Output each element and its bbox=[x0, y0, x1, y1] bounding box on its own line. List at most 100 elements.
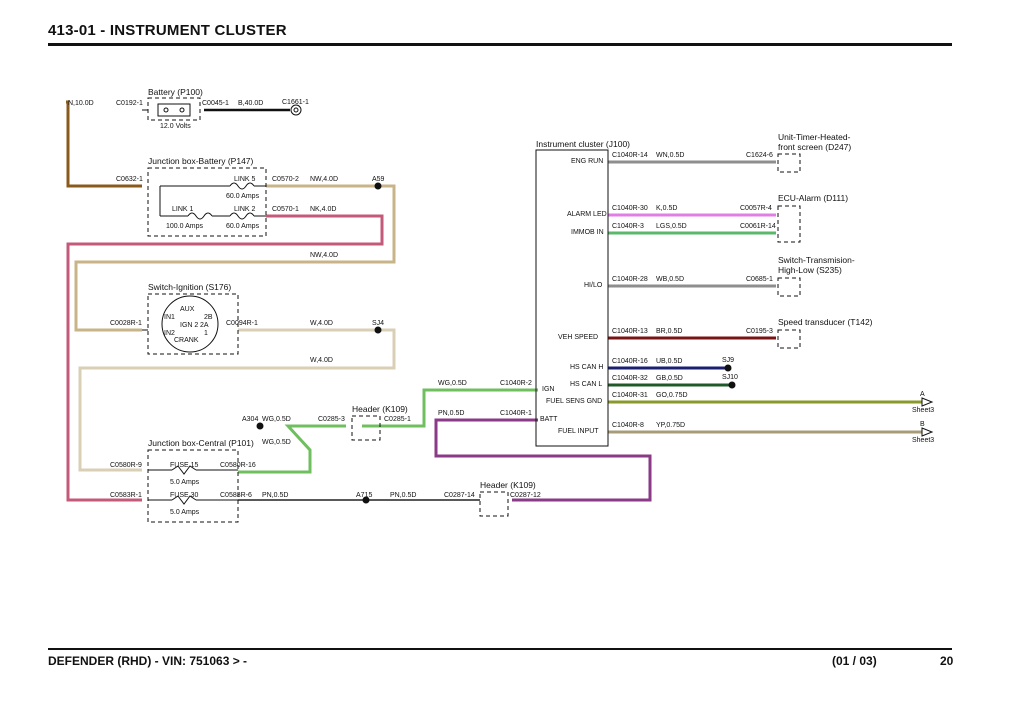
splice-a715-label: A715 bbox=[356, 492, 372, 499]
conn-c0285-1: C0285-1 bbox=[384, 416, 411, 423]
alarm-connector bbox=[777, 205, 801, 243]
alarm-label: ECU-Alarm (D111) bbox=[778, 193, 848, 203]
wire-b40: B,40.0D bbox=[238, 100, 263, 107]
wire-ub05: UB,0.5D bbox=[656, 358, 682, 365]
conn-c1040r2: C1040R-2 bbox=[500, 380, 532, 387]
battery-voltage: 12.0 Volts bbox=[160, 123, 191, 130]
ign-aux: AUX bbox=[180, 306, 195, 313]
conn-c0580r9: C0580R-9 bbox=[110, 462, 142, 469]
conn-c0580r16: C0580R-16 bbox=[220, 462, 256, 469]
conn-r8: C1040R-8 bbox=[612, 422, 644, 429]
splice-sj4 bbox=[374, 326, 382, 334]
conn-r16: C1040R-16 bbox=[612, 358, 648, 365]
splice-a59 bbox=[374, 182, 382, 190]
pin-batt: BATT bbox=[540, 416, 558, 423]
conn-c0057r: C0057R-4 bbox=[740, 205, 772, 212]
splice-a304-label: A304 bbox=[242, 416, 258, 423]
sheet-b-ref: Sheet3 bbox=[912, 437, 934, 444]
wire-wg05a: WG,0.5D bbox=[438, 380, 467, 387]
link5-amps: 60.0 Amps bbox=[226, 193, 260, 200]
wire-pn05b: PN,0.5D bbox=[262, 492, 288, 499]
wire-k05: K,0.5D bbox=[656, 205, 677, 212]
conn-c1661: C1661-1 bbox=[282, 99, 309, 106]
splice-sj9 bbox=[724, 364, 732, 372]
timer-connector bbox=[777, 153, 801, 173]
link2-amps: 60.0 Amps bbox=[226, 223, 260, 230]
link2-label: LINK 2 bbox=[234, 206, 256, 213]
conn-c0583r1: C0583R-1 bbox=[110, 492, 142, 499]
conn-c1040r1: C1040R-1 bbox=[500, 410, 532, 417]
footer-page-count: (01 / 03) bbox=[832, 654, 877, 668]
header-rule bbox=[48, 43, 952, 46]
sheet-a-ref: Sheet3 bbox=[912, 407, 934, 414]
link5-label: LINK 5 bbox=[234, 176, 256, 183]
fuse15-amps: 5.0 Amps bbox=[170, 479, 200, 486]
conn-c0570-1: C0570-1 bbox=[272, 206, 299, 213]
wire-green-wg05 bbox=[362, 388, 538, 428]
conn-c0195: C0195-3 bbox=[746, 328, 773, 335]
pin-fuel-input: FUEL INPUT bbox=[558, 428, 599, 435]
pin-ign: IGN bbox=[542, 386, 554, 393]
conn-c0028r: C0028R-1 bbox=[110, 320, 142, 327]
pin-veh-speed: VEH SPEED bbox=[558, 334, 598, 341]
cluster-label: Instrument cluster (J100) bbox=[536, 139, 630, 149]
ign-in2: IN2 bbox=[164, 330, 175, 337]
wire-brown-n10 bbox=[66, 100, 142, 188]
conn-c0192: C0192-1 bbox=[116, 100, 143, 107]
speed-connector bbox=[777, 329, 801, 349]
link1-label: LINK 1 bbox=[172, 206, 194, 213]
splice-sj9-label: SJ9 bbox=[722, 357, 734, 364]
pin-alarm-led: ALARM LED bbox=[567, 211, 607, 218]
conn-c0583r6: C0583R-6 bbox=[220, 492, 252, 499]
ign-ign2: IGN 2 bbox=[180, 322, 198, 329]
sheet-b-arrow bbox=[921, 427, 934, 437]
fuse15 bbox=[171, 465, 197, 475]
wire-pn05a: PN,0.5D bbox=[438, 410, 464, 417]
sheet-a-arrow bbox=[921, 397, 934, 407]
wire-nk40: NK,4.0D bbox=[310, 206, 336, 213]
battery-cell bbox=[157, 103, 191, 117]
header-k109-label-1: Header (K109) bbox=[352, 404, 408, 414]
ignition-dial bbox=[161, 295, 219, 353]
conn-c0094r: C0094R-1 bbox=[226, 320, 258, 327]
page-title: 413-01 - INSTRUMENT CLUSTER bbox=[48, 22, 287, 39]
wire-nw40a: NW,4.0D bbox=[310, 176, 338, 183]
splice-a715 bbox=[362, 496, 370, 504]
wire-wn05: WN,0.5D bbox=[656, 152, 684, 159]
conn-r13: C1040R-13 bbox=[612, 328, 648, 335]
wire-pn05c: PN,0.5D bbox=[390, 492, 416, 499]
timer-label-1: Unit-Timer-Heated- bbox=[778, 132, 851, 142]
wire-gb05: GB,0.5D bbox=[656, 375, 683, 382]
ign-2b: 2B bbox=[204, 314, 213, 321]
pin-hs-can-h: HS CAN H bbox=[570, 364, 603, 371]
header-k109-box-2 bbox=[479, 491, 509, 517]
fuse30-label: FUSE 30 bbox=[170, 492, 199, 499]
sheet-b-label: B bbox=[920, 421, 925, 428]
jb-central-box bbox=[147, 449, 239, 523]
ignition-label: Switch-Ignition (S176) bbox=[148, 282, 231, 292]
link1-fuse bbox=[187, 212, 213, 220]
conn-c0061r: C0061R-14 bbox=[740, 223, 776, 230]
wire-wg05c: WG,0.5D bbox=[262, 439, 291, 446]
conn-c0285-3: C0285-3 bbox=[318, 416, 345, 423]
link2-fuse bbox=[229, 212, 255, 220]
conn-r32: C1040R-32 bbox=[612, 375, 648, 382]
footer-vehicle: DEFENDER (RHD) - VIN: 751063 > - bbox=[48, 654, 248, 668]
conn-c0287-14: C0287-14 bbox=[444, 492, 475, 499]
wire-pink-nk40 bbox=[66, 214, 384, 502]
fuse15-label: FUSE 15 bbox=[170, 462, 199, 469]
splice-a304 bbox=[256, 422, 264, 430]
splice-a59-label: A59 bbox=[372, 176, 385, 183]
battery-label: Battery (P100) bbox=[148, 87, 203, 97]
pin-eng-run: ENG RUN bbox=[571, 158, 603, 165]
wire-wb05: WB,0.5D bbox=[656, 276, 684, 283]
wire-lgs05: LGS,0.5D bbox=[656, 223, 687, 230]
ign-1: 1 bbox=[204, 330, 208, 337]
wire-green-wg05-b bbox=[238, 424, 346, 474]
conn-c0685: C0685-1 bbox=[746, 276, 773, 283]
switch-label-1: Switch-Transmision- bbox=[778, 255, 855, 265]
conn-c0632: C0632-1 bbox=[116, 176, 143, 183]
battery-terminal bbox=[290, 104, 302, 116]
ign-2a: 2A bbox=[200, 322, 209, 329]
